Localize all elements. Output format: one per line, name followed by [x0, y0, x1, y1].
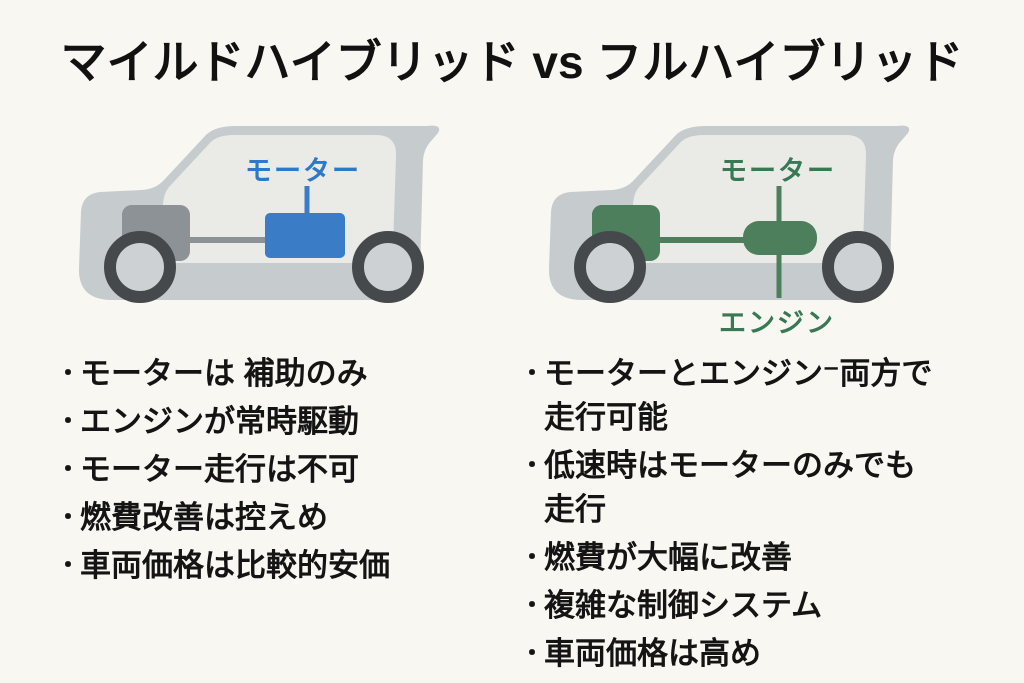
list-item: ・ 車両価格は高め [520, 632, 1024, 676]
bullet-icon: ・ [56, 551, 80, 579]
list-item: ・ 低速時はモーターのみでも 走行 [520, 444, 1024, 532]
comparison-row: モーター ・ モーターは 補助のみ ・ エンジンが常時駆動 ・ モーター走行は不… [0, 120, 1024, 680]
page-title: マイルドハイブリッド vs フルハイブリッド [60, 36, 964, 88]
mild-hybrid-column: モーター ・ モーターは 補助のみ ・ エンジンが常時駆動 ・ モーター走行は不… [0, 120, 512, 680]
list-item: ・ モーターとエンジン⁻両方で 走行可能 [520, 352, 1024, 440]
list-item: ・ 複雑な制御システム [520, 584, 1024, 628]
bullet-icon: ・ [56, 407, 80, 435]
bullet-icon: ・ [520, 451, 544, 479]
list-item: ・ モーター走行は不可 [56, 448, 512, 492]
mild-hybrid-car-diagram: モーター [0, 120, 512, 350]
point-text: 燃費改善は控えめ [80, 499, 328, 535]
bullet-icon: ・ [56, 455, 80, 483]
point-text: 複雑な制御システム [544, 587, 823, 623]
front-wheel-icon [574, 230, 646, 303]
list-item: ・ 車両価格は比較的安価 [56, 544, 512, 588]
bullet-icon: ・ [520, 639, 544, 667]
point-text: モーターとエンジン⁻両方で 走行可能 [544, 355, 933, 435]
point-text: モーターは 補助のみ [80, 355, 368, 391]
mild-car-illustration: モーター [78, 125, 440, 303]
rear-wheel-icon [352, 230, 424, 303]
motor-box [265, 212, 345, 258]
motor-label: モーター [245, 156, 361, 186]
bullet-icon: ・ [56, 359, 80, 387]
list-item: ・ モーターは 補助のみ [56, 352, 512, 396]
point-text: 低速時はモーターのみでも 走行 [544, 447, 916, 527]
bullet-icon: ・ [520, 543, 544, 571]
bullet-icon: ・ [520, 591, 544, 619]
rear-wheel-icon [822, 230, 894, 303]
list-item: ・ エンジンが常時駆動 [56, 400, 512, 444]
list-item: ・ 燃費改善は控えめ [56, 496, 512, 540]
full-hybrid-column: モーター エンジン ・ モーターとエンジン⁻両方で 走行可能 ・ 低速時はモータ… [512, 120, 1024, 680]
full-car-illustration: モーター エンジン [548, 125, 910, 338]
point-text: 車両価格は高め [544, 635, 761, 671]
mild-hybrid-points-list: ・ モーターは 補助のみ ・ エンジンが常時駆動 ・ モーター走行は不可 ・ 燃… [56, 352, 512, 588]
point-text: 車両価格は比較的安価 [80, 547, 390, 583]
motor-label: モーター [720, 156, 836, 186]
full-hybrid-points-list: ・ モーターとエンジン⁻両方で 走行可能 ・ 低速時はモーターのみでも 走行 ・… [520, 352, 1024, 676]
point-text: エンジンが常時駆動 [80, 403, 359, 439]
list-item: ・ 燃費が大幅に改善 [520, 536, 1024, 580]
point-text: モーター走行は不可 [80, 451, 359, 487]
engine-label: エンジン [719, 308, 835, 338]
front-wheel-icon [104, 230, 176, 303]
full-hybrid-car-diagram: モーター エンジン [512, 120, 1024, 350]
bullet-icon: ・ [56, 503, 80, 531]
motor-box [743, 220, 817, 255]
point-text: 燃費が大幅に改善 [544, 539, 792, 575]
bullet-icon: ・ [520, 359, 544, 387]
